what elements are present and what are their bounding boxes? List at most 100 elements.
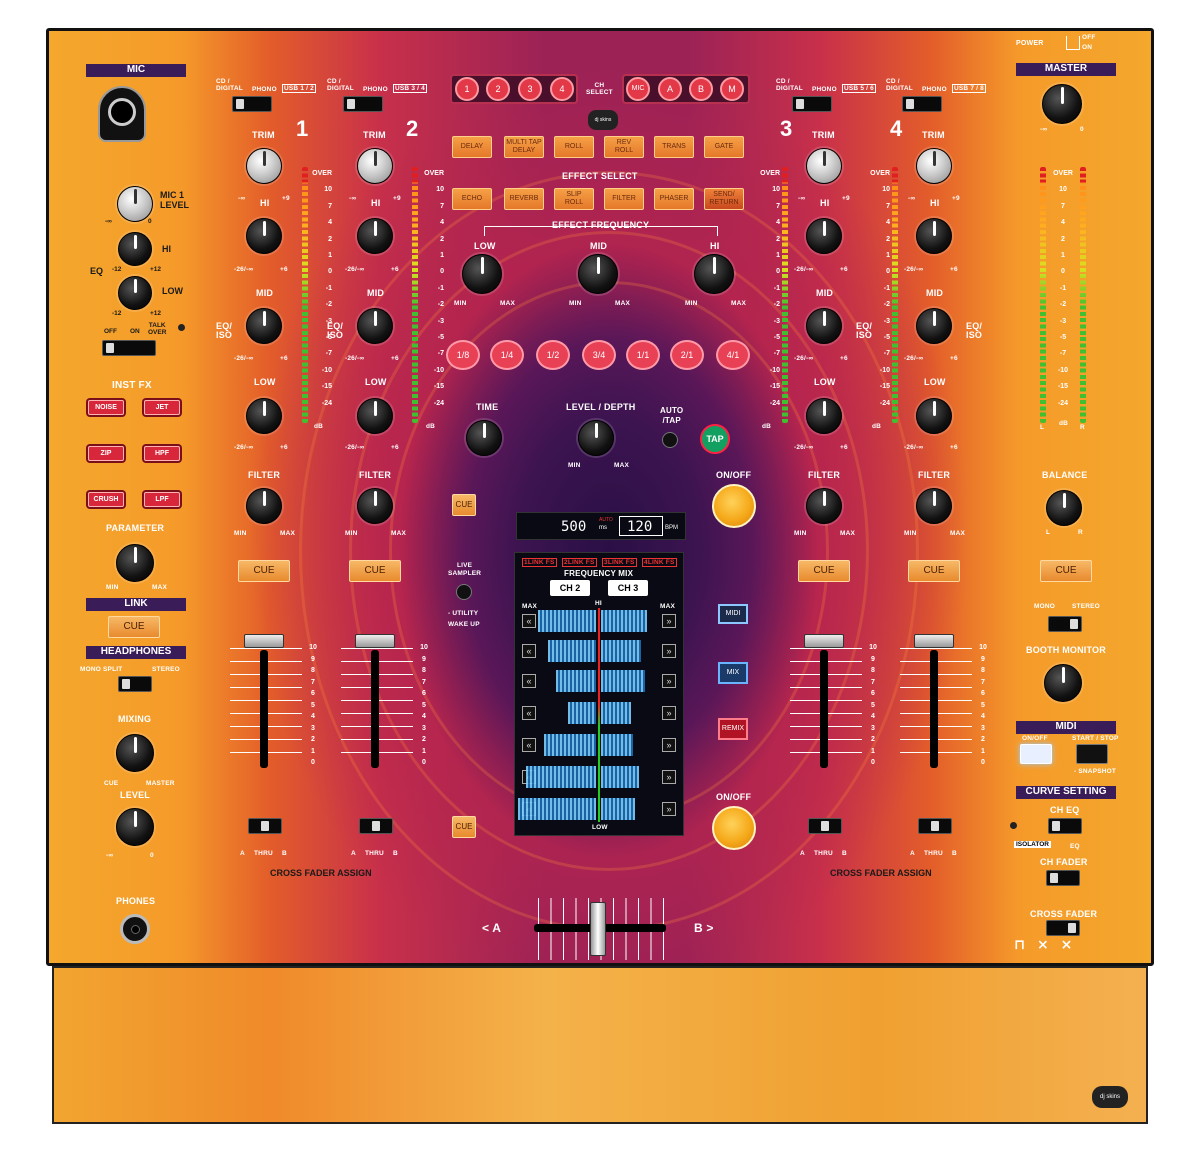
ch-select-1-button[interactable]: 1 [455,77,479,101]
effect-5-row2-button[interactable]: SEND/ RETURN [704,188,744,210]
ch1-hi-knob[interactable] [246,218,282,254]
fm-row-4-left-arrow[interactable]: « [522,738,536,752]
headphone-level-knob[interactable] [116,808,154,846]
ch2-xfader-assign-switch[interactable] [359,818,393,834]
freq-mid-knob[interactable] [578,254,618,294]
beat-4-button[interactable]: 1/1 [626,340,660,370]
ch-select-a-button[interactable]: A [658,77,682,101]
ch1-low-knob[interactable] [246,398,282,434]
fx-jet-button[interactable]: JET [144,400,180,415]
mic-hi-knob[interactable] [118,232,152,266]
ch2-trim-knob[interactable] [357,148,393,184]
effect-1-row1-button[interactable]: MULTI TAP DELAY [504,136,544,158]
fx-hpf-button[interactable]: HPF [144,446,180,461]
ch3-mid-knob[interactable] [806,308,842,344]
ch1-fader-knob[interactable] [244,634,284,648]
ch4-trim-knob[interactable] [916,148,952,184]
ch4-filter-knob[interactable] [916,488,952,524]
ch3-low-knob[interactable] [806,398,842,434]
fx-crush-button[interactable]: CRUSH [88,492,124,507]
ch4-hi-knob[interactable] [916,218,952,254]
ch-select-b-button[interactable]: B [689,77,713,101]
mixing-knob[interactable] [116,734,154,772]
fm-row-3-left-arrow[interactable]: « [522,706,536,720]
fm-row-5-right-arrow[interactable]: » [662,770,676,784]
crossfader-knob[interactable] [590,902,606,956]
ch3-xfader-assign-switch[interactable] [808,818,842,834]
fm-row-4-right-arrow[interactable]: » [662,738,676,752]
fx-lpf-button[interactable]: LPF [144,492,180,507]
xlr-mic-input[interactable] [98,86,146,142]
fx-zip-button[interactable]: ZIP [88,446,124,461]
beat-2-button[interactable]: 1/2 [536,340,570,370]
phones-jack[interactable] [120,914,150,944]
ch3-input-switch[interactable] [792,96,832,112]
mic-low-knob[interactable] [118,276,152,310]
link-cue-button[interactable]: CUE [108,616,160,638]
mono-split-switch[interactable] [118,676,152,692]
ch4-xfader-assign-switch[interactable] [918,818,952,834]
ch1-trim-knob[interactable] [246,148,282,184]
ch2-mid-knob[interactable] [357,308,393,344]
fm-row-2-left-arrow[interactable]: « [522,674,536,688]
ch2-fader-knob[interactable] [355,634,395,648]
effect-2-row2-button[interactable]: SLIP ROLL [554,188,594,210]
ch1-filter-knob[interactable] [246,488,282,524]
ch2-filter-knob[interactable] [357,488,393,524]
ch4-input-switch[interactable] [902,96,942,112]
tap-button[interactable]: TAP [700,424,730,454]
effect-5-row1-button[interactable]: GATE [704,136,744,158]
mic-mode-switch[interactable] [102,340,156,356]
ch-select-3-button[interactable]: 3 [518,77,542,101]
beat-3-button[interactable]: 3/4 [582,340,616,370]
ch3-cue-button[interactable]: CUE [798,560,850,582]
ch-select-mic-button[interactable]: MIC [626,77,650,101]
fx-cue-button-top[interactable]: CUE [452,494,476,516]
ch-select-4-button[interactable]: 4 [550,77,574,101]
ch3-fader-knob[interactable] [804,634,844,648]
booth-monitor-knob[interactable] [1044,664,1082,702]
midi-mode-button[interactable]: MIDI [718,604,748,624]
booth-mono-switch[interactable] [1048,616,1082,632]
time-knob[interactable] [466,420,502,456]
fm-row-0-left-arrow[interactable]: « [522,614,536,628]
fm-row-0-right-arrow[interactable]: » [662,614,676,628]
level-depth-knob[interactable] [578,420,614,456]
ch1-xfader-assign-switch[interactable] [248,818,282,834]
fx-cue-button-bottom[interactable]: CUE [452,816,476,838]
mix-mode-button[interactable]: MIX [718,662,748,684]
beat-0-button[interactable]: 1/8 [446,340,480,370]
freq-hi-knob[interactable] [694,254,734,294]
effect-0-row2-button[interactable]: ECHO [452,188,492,210]
midi-on-off-button[interactable] [1020,744,1052,764]
ch-b-tag[interactable]: CH 3 [608,580,648,596]
fm-row-3-right-arrow[interactable]: » [662,706,676,720]
ch2-input-switch[interactable] [343,96,383,112]
master-cue-button[interactable]: CUE [1040,560,1092,582]
ch4-fader-knob[interactable] [914,634,954,648]
effect-4-row1-button[interactable]: TRANS [654,136,694,158]
ch1-mid-knob[interactable] [246,308,282,344]
effect-1-row2-button[interactable]: REVERB [504,188,544,210]
ch3-filter-knob[interactable] [806,488,842,524]
master-level-knob[interactable] [1042,84,1082,124]
fx-on-off-button-top[interactable] [712,484,756,528]
cross-fader-curve-switch[interactable] [1046,920,1080,936]
fm-row-1-left-arrow[interactable]: « [522,644,536,658]
ch-select-m-button[interactable]: M [720,77,744,101]
ch-a-tag[interactable]: CH 2 [550,580,590,596]
beat-6-button[interactable]: 4/1 [716,340,750,370]
fm-row-6-right-arrow[interactable]: » [662,802,676,816]
effect-3-row2-button[interactable]: FILTER [604,188,644,210]
effect-2-row1-button[interactable]: ROLL [554,136,594,158]
ch4-low-knob[interactable] [916,398,952,434]
fm-row-1-right-arrow[interactable]: » [662,644,676,658]
parameter-knob[interactable] [116,544,154,582]
fx-on-off-button-bottom[interactable] [712,806,756,850]
fm-row-2-right-arrow[interactable]: » [662,674,676,688]
live-sampler-button[interactable] [456,584,472,600]
effect-3-row1-button[interactable]: REV ROLL [604,136,644,158]
beat-5-button[interactable]: 2/1 [670,340,704,370]
ch2-low-knob[interactable] [357,398,393,434]
ch-eq-switch[interactable] [1048,818,1082,834]
